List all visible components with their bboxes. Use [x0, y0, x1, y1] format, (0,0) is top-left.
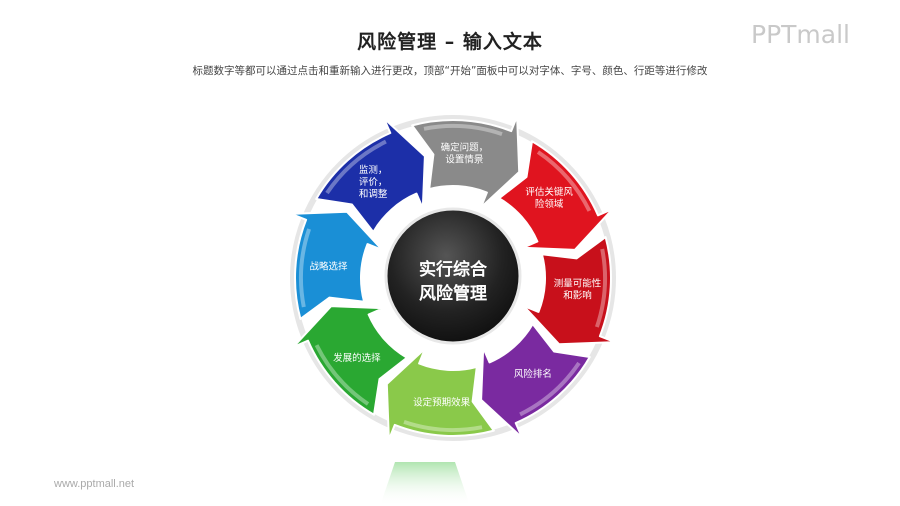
segment-label-7-line-3: 和调整 — [359, 188, 388, 200]
segment-label-6-line-1: 战略选择 — [309, 261, 348, 273]
cycle-arrow-highlight-7 — [325, 139, 387, 195]
segment-label-8-line-1: 确定问题， — [441, 142, 489, 154]
cycle-arrow-highlight-1 — [536, 150, 592, 212]
center-circle — [384, 207, 522, 345]
cycle-arrow-segment-6 — [290, 210, 384, 320]
page-title: 风险管理 – 输入文本 — [357, 31, 543, 53]
cycle-arrow-highlight-8 — [423, 124, 503, 136]
segment-label-7-line-2: 评价， — [359, 177, 388, 188]
pptmall-logo: PPTmall — [751, 20, 850, 49]
cycle-arrow-segment-8 — [411, 115, 521, 209]
cycle-arrow-segment-2 — [522, 236, 616, 346]
segment-label-2-line-1: 测量可能性 — [554, 277, 602, 289]
segment-label-3-line-1: 风险排名 — [514, 368, 552, 380]
segment-label-8-line-2: 设置情景 — [445, 154, 483, 166]
cycle-arrow-segment-1 — [498, 140, 614, 251]
page-subtitle: 标题数字等都可以通过点击和重新输入进行更改，顶部“开始”面板中可以对字体、字号、… — [192, 65, 708, 77]
segment-label-2-line-2: 和影响 — [563, 289, 592, 301]
segment-label-7-line-1: 监测， — [359, 164, 388, 176]
cycle-arrow-highlight-4 — [403, 420, 483, 432]
website-url: www.pptmall.net — [54, 478, 135, 490]
ring-shadow — [290, 115, 616, 441]
ring-reflection — [380, 462, 470, 506]
center-text-line-1: 实行综合 — [419, 259, 488, 280]
cycle-arrow-segment-3 — [480, 323, 591, 439]
cycle-arrow-segment-7 — [315, 117, 426, 233]
cycle-arrow-highlight-2 — [595, 248, 607, 328]
segment-label-1-line-1: 评估关键风 — [525, 186, 573, 198]
cycle-arrow-highlight-6 — [299, 228, 311, 308]
cycle-arrow-segment-5 — [292, 305, 408, 416]
segment-label-4-line-1: 设定预期效果 — [413, 397, 471, 409]
cycle-arrow-highlight-5 — [314, 344, 370, 406]
segment-label-5-line-1: 发展的选择 — [333, 352, 381, 364]
center-text-line-2: 风险管理 — [419, 283, 487, 304]
cycle-arrow-highlight-3 — [519, 361, 581, 417]
segment-label-1-line-2: 险领域 — [535, 198, 564, 210]
cycle-arrow-segment-4 — [385, 347, 495, 441]
